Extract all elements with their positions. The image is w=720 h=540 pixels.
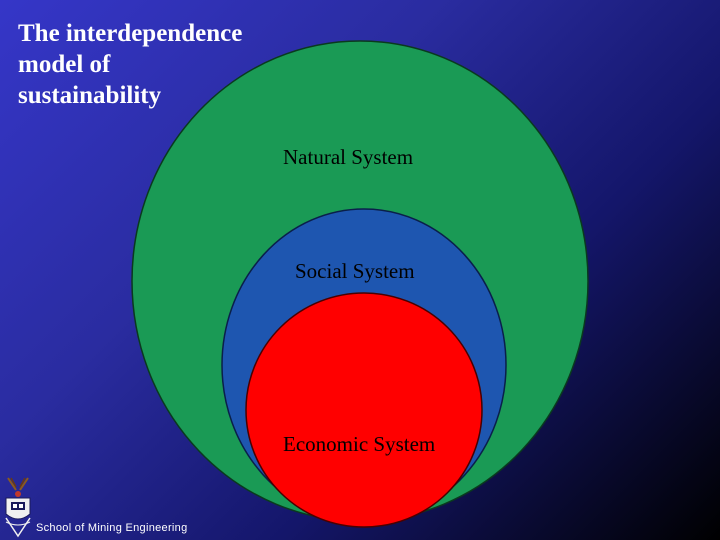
slide-title: The interdependence model of sustainabil… bbox=[18, 20, 243, 109]
economic-system-label: Economic System bbox=[283, 432, 436, 456]
natural-system-label: Natural System bbox=[283, 145, 414, 169]
economic-system-circle bbox=[245, 292, 483, 528]
social-system-label: Social System bbox=[295, 259, 415, 283]
university-crest-icon bbox=[5, 477, 31, 538]
footer-text: School of Mining Engineering bbox=[36, 522, 188, 534]
